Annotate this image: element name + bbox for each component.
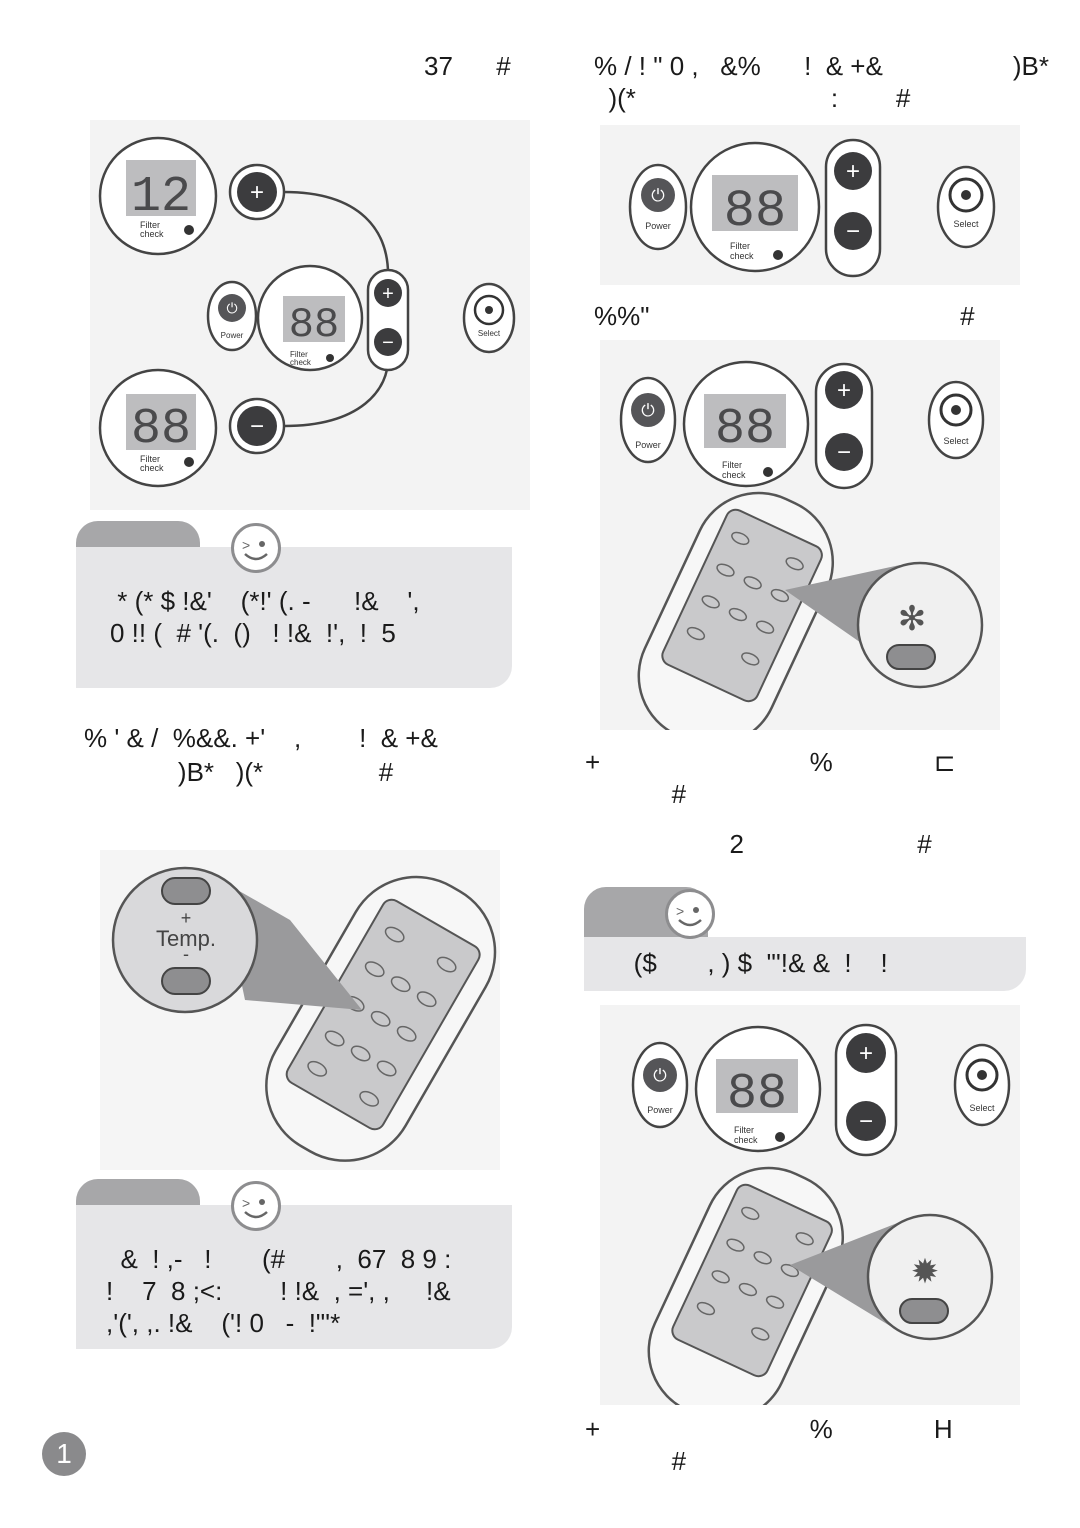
svg-text:⏻: ⏻ <box>651 186 665 205</box>
svg-text:+: + <box>846 158 860 185</box>
left-para2-line2: )B* )(* # <box>84 757 394 787</box>
smiley-icon: > <box>231 523 281 573</box>
svg-text:−: − <box>846 218 860 245</box>
note3-line1: ($ , ) $ "'!& & ! ! <box>612 948 888 978</box>
left-para2-line1: % ' & / %&&. +' , ! & +& <box>84 723 438 753</box>
left-heading: 37 # <box>424 51 511 81</box>
note2-line3: ,'(', ,. !& ('! 0 - !"'* <box>106 1308 341 1338</box>
svg-text:Filter: Filter <box>140 454 160 464</box>
plus-button-top: + <box>228 163 286 221</box>
svg-text:Power: Power <box>221 331 244 340</box>
svg-text:Select: Select <box>969 1103 995 1113</box>
note-box-3: > ($ , ) $ "'!& & ! ! <box>584 887 1026 991</box>
note2-line1: & ! ,- ! (# , 67 8 9 : <box>106 1244 452 1274</box>
svg-text:⏻: ⏻ <box>226 300 237 316</box>
filter-label: Filter <box>140 220 160 230</box>
svg-text:88: 88 <box>727 1066 787 1123</box>
page-number: 1 <box>42 1432 86 1476</box>
cool-mode-figure: ⏻ Power 88 Filter check + − Select ✻ <box>600 340 1000 730</box>
caption2-line2: # <box>585 1446 687 1476</box>
display-bottom: 88 Filter check <box>98 368 218 488</box>
svg-text:88: 88 <box>131 401 191 458</box>
svg-text:>: > <box>242 1195 250 1211</box>
svg-text:Power: Power <box>647 1105 673 1115</box>
svg-text:check: check <box>722 470 746 480</box>
svg-text:>: > <box>676 903 684 919</box>
note-box-1: > * (* $ !&' (*!' (. - !& ', 0 !! ( # '(… <box>76 521 512 688</box>
display-middle: 88 Filter check <box>256 264 364 372</box>
svg-text:+: + <box>250 179 264 206</box>
svg-text:Select: Select <box>943 436 969 446</box>
snowflake-icon: ✻ <box>898 600 927 638</box>
svg-text:−: − <box>859 1108 873 1135</box>
svg-text:+: + <box>382 283 394 305</box>
svg-text:check: check <box>290 358 312 367</box>
smiley-icon: > <box>665 889 715 939</box>
temp-plus: + <box>181 908 192 928</box>
svg-text:Power: Power <box>635 440 661 450</box>
svg-text:88: 88 <box>715 401 775 458</box>
svg-text:⏻: ⏻ <box>641 401 655 420</box>
temp-minus: - <box>183 944 189 964</box>
svg-text:⏻: ⏻ <box>653 1066 667 1085</box>
select-button: Select <box>462 282 516 354</box>
remote-temp-figure: + Temp. - <box>100 850 500 1170</box>
svg-text:Filter: Filter <box>730 241 750 251</box>
svg-text:88: 88 <box>289 301 339 349</box>
plus-minus-pill: + − <box>366 268 410 372</box>
note2-line2: ! 7 8 ;<: ! !& , =', , !& <box>106 1276 451 1306</box>
svg-text:check: check <box>734 1135 758 1145</box>
control-panel-figure-2: ⏻ Power 88 Filter check + − Select <box>600 125 1020 285</box>
note-box-2: > & ! ,- ! (# , 67 8 9 : ! 7 8 ;<: ! !& … <box>76 1179 512 1349</box>
right-heading-line2: )(* : # <box>594 83 911 113</box>
svg-text:check: check <box>140 463 164 473</box>
svg-text:Power: Power <box>645 221 671 231</box>
svg-text:+: + <box>859 1040 873 1067</box>
svg-text:check: check <box>730 251 754 261</box>
note1-line2: 0 !! ( # '(. () ! !& !', ! 5 <box>110 618 396 648</box>
power-button: ⏻ Power <box>206 280 258 352</box>
smiley-icon: > <box>231 1181 281 1231</box>
caption1-line1: + % ⊏ <box>585 747 956 777</box>
svg-text:Filter: Filter <box>722 460 742 470</box>
display-top: 12 Filter check <box>98 136 218 256</box>
right-heading-line1: % / ! " 0 , &% ! & +& )B* <box>594 51 1049 81</box>
svg-text:−: − <box>837 439 851 466</box>
check-label: check <box>140 229 164 239</box>
caption2-line1: + % H <box>585 1414 953 1444</box>
svg-text:88: 88 <box>724 182 786 241</box>
temp-label: Temp. <box>156 926 216 951</box>
control-panel-figure-1: 12 Filter check + ⏻ Power 88 Filter chec… <box>90 120 530 510</box>
svg-text:Select: Select <box>478 329 501 338</box>
right-heading2: %%" # <box>594 301 975 331</box>
caption1-line2: # <box>585 779 687 809</box>
sun-icon: ✹ <box>911 1253 940 1291</box>
minus-button-bottom: − <box>228 397 286 455</box>
svg-text:Filter: Filter <box>734 1125 754 1135</box>
svg-text:−: − <box>382 332 394 354</box>
svg-text:+: + <box>837 377 851 404</box>
svg-text:Filter: Filter <box>290 350 308 359</box>
digits-12: 12 <box>131 169 191 226</box>
right-heading3: 2 # <box>585 829 932 859</box>
svg-text:Select: Select <box>953 219 979 229</box>
note1-line1: * (* $ !&' (*!' (. - !& ', <box>110 586 420 616</box>
svg-text:−: − <box>250 413 264 440</box>
svg-text:>: > <box>242 537 250 553</box>
heat-mode-figure: ⏻ Power 88 Filter check + − Select ✹ <box>600 1005 1020 1405</box>
